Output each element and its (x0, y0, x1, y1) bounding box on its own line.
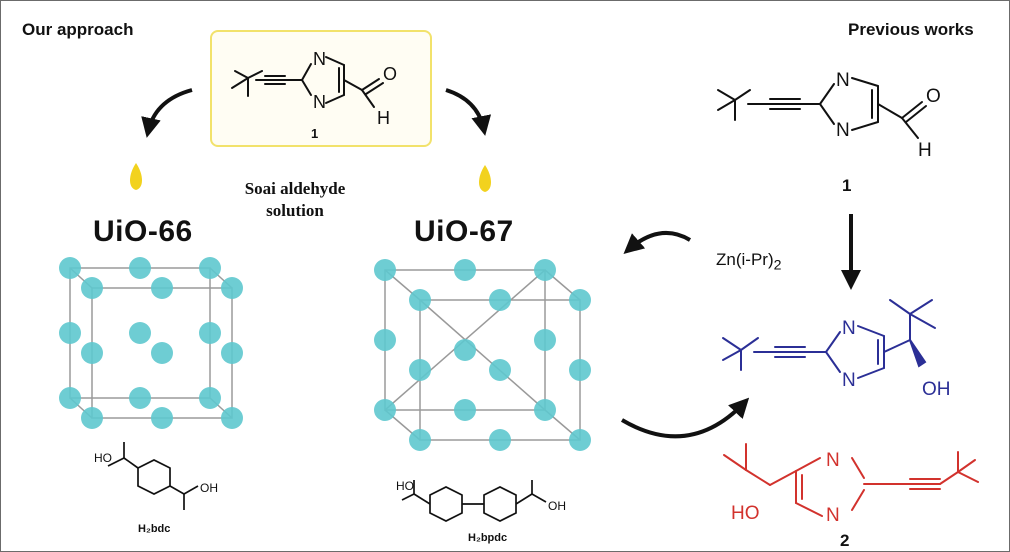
soai-aldehyde-structure-box (231, 56, 384, 108)
h2bpdc-ho: HO (396, 479, 414, 493)
soai-solution-caption: Soai aldehyde solution (244, 179, 346, 220)
atom-h: H (918, 140, 932, 161)
curved-arrow-to-uio66 (141, 88, 193, 138)
uio66-title: UiO-66 (93, 215, 193, 248)
atom-n: N (836, 70, 850, 91)
reagent-label: Zn(i-Pr)2 (716, 250, 782, 274)
compound-2-label: 2 (840, 531, 849, 550)
our-approach-label: Our approach (22, 20, 134, 39)
h2bpdc-oh: OH (548, 499, 566, 513)
red-enantiomer-structure (723, 443, 979, 517)
h2bpdc-label: H₂bpdc (468, 532, 508, 544)
atom-n-blue: N (842, 318, 856, 339)
h2bpdc-linker-structure (401, 480, 547, 522)
hydroxyl-red: HO (731, 503, 760, 524)
h2bdc-ho: HO (94, 451, 112, 465)
compound-1-label-previous: 1 (842, 176, 851, 195)
atom-n-blue: N (842, 370, 856, 391)
atom-n: N (836, 120, 850, 141)
atom-n: N (313, 49, 326, 69)
previous-works-label: Previous works (848, 20, 974, 39)
curved-arrow-to-uio67-back (623, 231, 692, 254)
uio67-title: UiO-67 (414, 215, 514, 248)
h2bdc-oh: OH (200, 481, 218, 495)
h2bdc-label: H₂bdc (138, 523, 171, 535)
atom-n-red: N (826, 505, 840, 526)
droplet-icon (479, 165, 491, 192)
hydroxyl-blue: OH (922, 379, 951, 400)
droplet-icon (130, 163, 142, 190)
atom-n-red: N (826, 450, 840, 471)
atom-o: O (383, 64, 397, 84)
curved-arrow-to-uio67 (445, 88, 492, 136)
atom-h: H (377, 108, 390, 128)
atom-n: N (313, 92, 326, 112)
soai-aldehyde-structure-previous (717, 77, 927, 139)
atom-o: O (926, 86, 941, 107)
curved-arrow-to-product (620, 397, 750, 439)
compound-1-label-box: 1 (311, 126, 318, 141)
uio67-nodes (374, 259, 591, 451)
blue-enantiomer-structure (722, 299, 936, 379)
uio66-nodes (59, 257, 243, 429)
h2bdc-linker-structure (107, 442, 199, 510)
